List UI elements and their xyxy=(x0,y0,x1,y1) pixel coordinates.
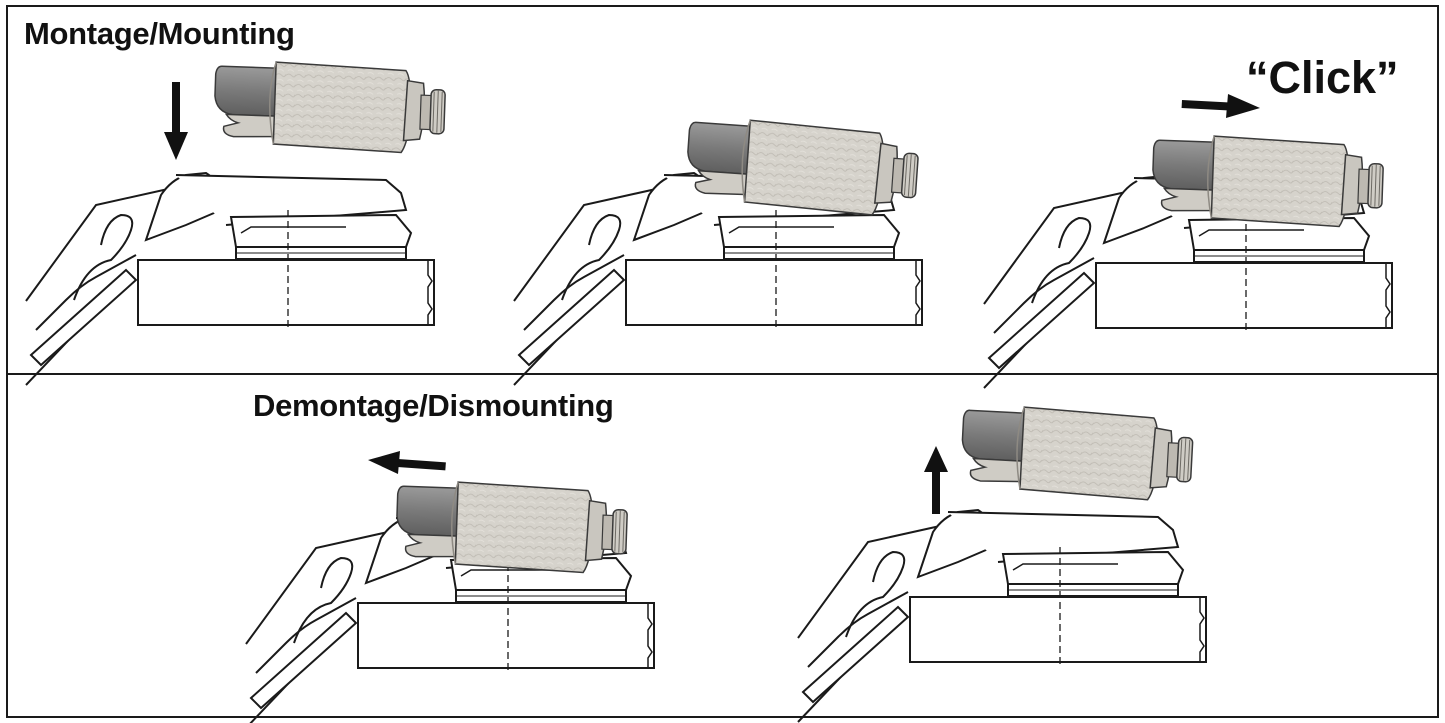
arrow-down-icon xyxy=(164,82,188,160)
damper-1 xyxy=(212,59,447,155)
hinge-base-1 xyxy=(25,172,435,386)
click-label: “Click” xyxy=(1246,52,1399,103)
arrow-up-icon xyxy=(924,446,948,514)
hinge-base-5 xyxy=(797,509,1207,723)
mounting-label: Montage/Mounting xyxy=(24,16,295,51)
section-divider xyxy=(6,373,1439,375)
outer-frame xyxy=(6,5,1439,718)
mount-step-3 xyxy=(983,94,1393,389)
damper-5 xyxy=(959,403,1195,503)
mount-step-1 xyxy=(25,59,447,386)
dismount-step-2 xyxy=(797,403,1207,723)
arrow-left-icon xyxy=(368,451,446,474)
damper-4 xyxy=(394,479,629,575)
arrow-right-icon xyxy=(1181,94,1260,118)
dismounting-label: Demontage/Dismounting xyxy=(253,388,614,423)
mount-step-2 xyxy=(513,115,923,386)
dismount-step-1 xyxy=(245,451,655,723)
